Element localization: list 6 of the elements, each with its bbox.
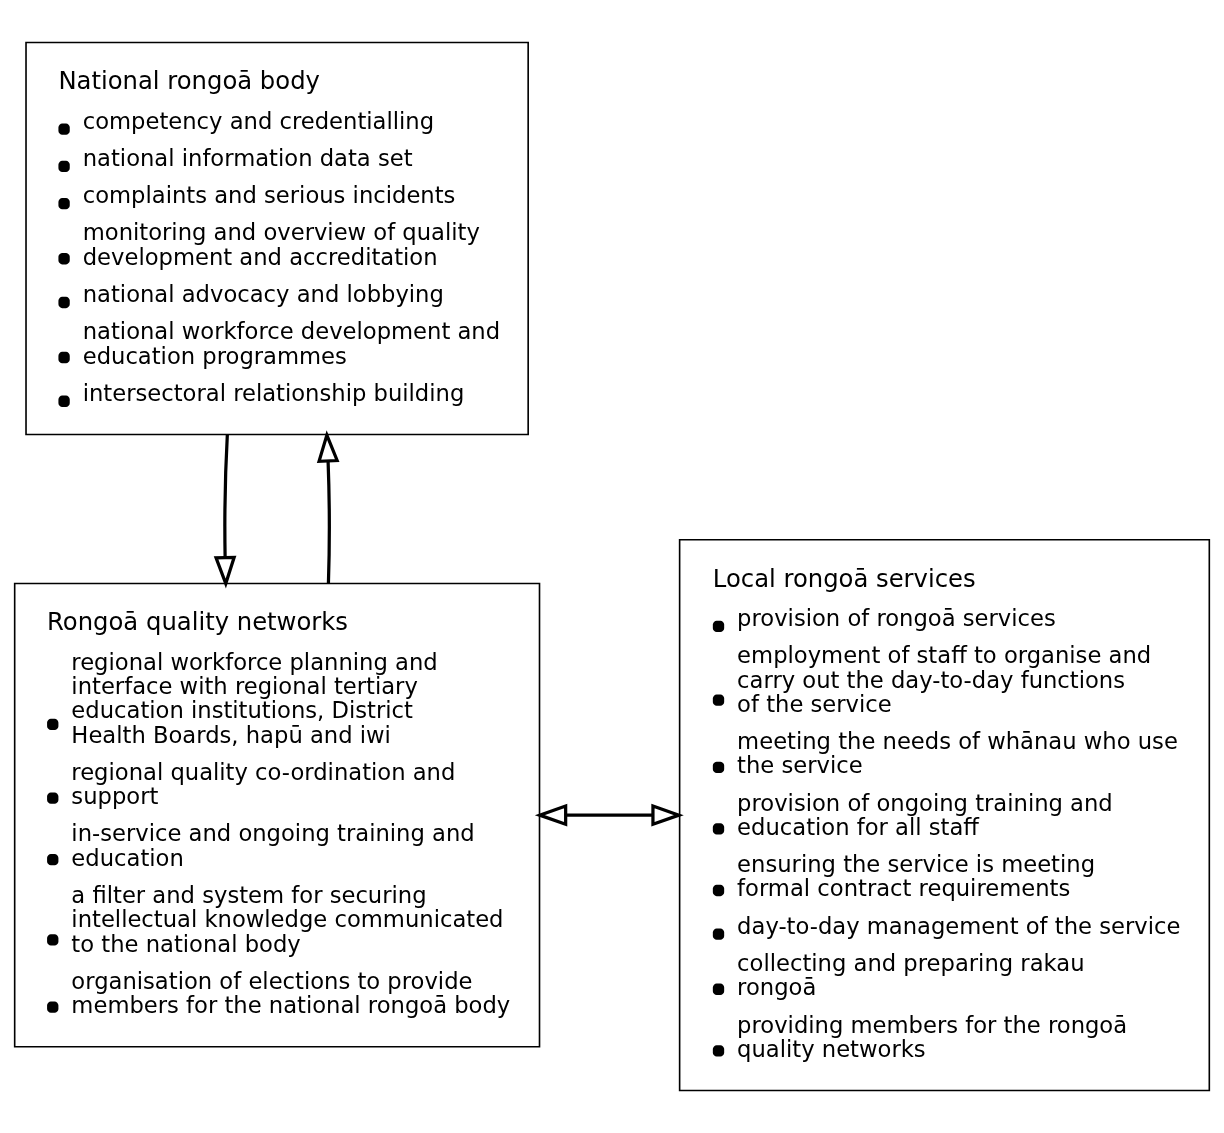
arrow	[534, 803, 684, 827]
node-box: National rongoā body competency and credentialling national information data set complaints and serious incidents monitoring and overview of quality development and accreditation national advocacy and lobbying national workforce development and education programmes intersectoral relationship building	[25, 41, 529, 436]
arrow	[316, 430, 340, 584]
node-box: Rongoā quality networks regional workforce planning and interface with regional tertiary education institutions, District Health Boards, hapū and iwi regional quality co-ordination and support in-service and ongoing training and education a filter and system for securing intellectual knowledge communicated to the national body organisation of elections to provide members for the national rongoā body	[13, 582, 541, 1048]
node-box: Local rongoā services provision of rongoā services employment of staff to organise and carry out the day-to-day functions of the service meeting the needs of whānau who use the service provision of ongoing training and education for all staff ensuring the service is meeting formal contract requirements day-to-day management of the service collecting and preparing rakau rongoā providing members for the rongoā quality networks	[678, 538, 1211, 1092]
arrow	[213, 434, 237, 589]
